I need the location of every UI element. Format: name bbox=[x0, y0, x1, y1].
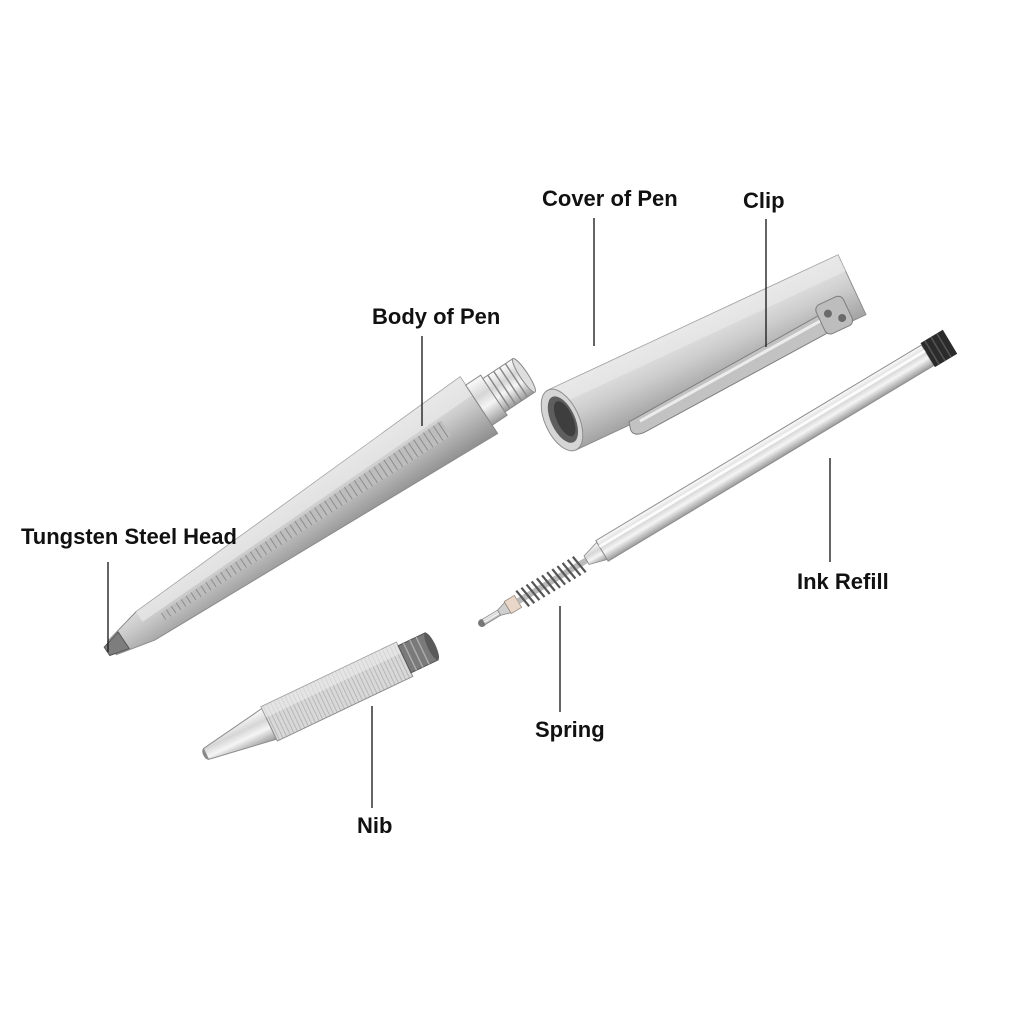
pen-cap-illustration bbox=[540, 254, 867, 452]
pen-nib-illustration bbox=[202, 632, 440, 761]
spring-illustration bbox=[515, 556, 589, 608]
label-nib: Nib bbox=[357, 813, 393, 838]
label-body-of-pen: Body of Pen bbox=[372, 304, 501, 329]
label-cover-of-pen: Cover of Pen bbox=[542, 186, 678, 211]
label-tungsten-steel-head: Tungsten Steel Head bbox=[21, 524, 237, 549]
pen-body-illustration bbox=[103, 357, 536, 657]
ink-refill-illustration bbox=[478, 329, 958, 627]
pen-clip-illustration bbox=[628, 295, 854, 435]
label-clip: Clip bbox=[743, 188, 785, 213]
label-ink-refill: Ink Refill bbox=[797, 569, 889, 594]
label-spring: Spring bbox=[535, 717, 605, 742]
